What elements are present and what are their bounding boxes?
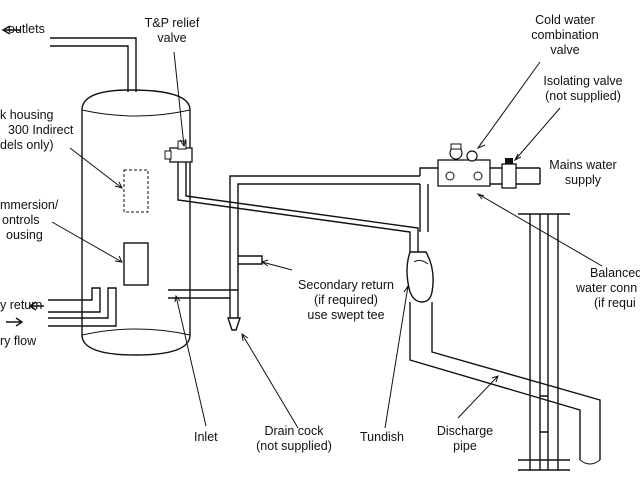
label-secondary-return-line2: (if required) bbox=[314, 293, 378, 307]
label-balanced-cold-line2: water conn bbox=[576, 281, 638, 295]
label-drain-cock: Drain cock (not supplied) bbox=[244, 424, 344, 454]
label-drain-cock-line1: Drain cock bbox=[264, 424, 324, 438]
cylinder-top-seam bbox=[81, 109, 191, 117]
label-hot-outlets: outlets bbox=[8, 22, 45, 36]
balanced-cold-pipe bbox=[419, 167, 440, 232]
label-isolating-valve-line2: (not supplied) bbox=[545, 89, 621, 103]
label-isolating-valve: Isolating valve (not supplied) bbox=[528, 74, 638, 104]
label-stat-housing-line3: dels only) bbox=[0, 138, 54, 152]
immersion-housing bbox=[123, 242, 149, 286]
label-immersion-housing-line3: ousing bbox=[6, 228, 43, 242]
label-primary-return: y return bbox=[0, 298, 43, 312]
primary-flow-pipe bbox=[48, 287, 117, 327]
label-cold-combination: Cold water combination valve bbox=[510, 13, 620, 58]
tp-relief-valve bbox=[169, 147, 193, 163]
label-secondary-return-line3: use swept tee bbox=[307, 308, 385, 322]
label-mains-water-line2: supply bbox=[564, 173, 602, 187]
label-balanced-cold: Balanced water conn (if requi bbox=[576, 266, 640, 311]
isolating-valve bbox=[501, 163, 517, 189]
secondary-return-tee bbox=[238, 255, 263, 265]
label-discharge-pipe-line2: pipe bbox=[453, 439, 477, 453]
label-balanced-cold-line1: Balanced bbox=[590, 266, 640, 280]
cold-feed-pipe bbox=[229, 175, 420, 300]
label-balanced-cold-line3: (if requi bbox=[594, 296, 636, 310]
label-immersion-housing-line2: ontrols bbox=[2, 213, 40, 227]
stat-housing bbox=[123, 169, 149, 213]
combination-valve bbox=[437, 159, 491, 187]
label-mains-water-line1: Mains water bbox=[549, 158, 617, 172]
label-secondary-return-line1: Secondary return bbox=[298, 278, 394, 292]
cylinder-bottom-seam bbox=[81, 328, 191, 336]
drain-cock bbox=[227, 300, 241, 331]
drain-gully bbox=[518, 213, 570, 471]
label-cold-combination-line3: valve bbox=[550, 43, 580, 57]
hot-outlet-arrow bbox=[1, 25, 20, 35]
label-discharge-pipe-line1: Discharge bbox=[436, 424, 494, 438]
label-mains-water: Mains water supply bbox=[538, 158, 628, 188]
label-primary-flow: ry flow bbox=[0, 334, 37, 348]
label-cold-combination-line1: Cold water bbox=[535, 13, 595, 27]
label-stat-housing-line1: k housing bbox=[0, 108, 54, 122]
label-immersion-housing: mmersion/ ontrols ousing bbox=[0, 198, 58, 243]
label-cold-combination-line2: combination bbox=[531, 28, 599, 42]
label-stat-housing: k housing 300 Indirect dels only) bbox=[0, 108, 73, 153]
discharge-pipe bbox=[409, 302, 601, 460]
label-immersion-housing-line1: mmersion/ bbox=[0, 198, 59, 212]
label-drain-cock-line2: (not supplied) bbox=[256, 439, 332, 453]
label-isolating-valve-line1: Isolating valve bbox=[543, 74, 623, 88]
primary-return-pipe bbox=[48, 287, 101, 313]
label-discharge-pipe: Discharge pipe bbox=[430, 424, 500, 454]
label-stat-housing-line2: 300 Indirect bbox=[8, 123, 74, 137]
label-tundish: Tundish bbox=[360, 430, 405, 444]
label-tp-relief: T&P relief valve bbox=[132, 16, 212, 46]
label-secondary-return: Secondary return (if required) use swept… bbox=[286, 278, 406, 323]
cylinder-body bbox=[81, 89, 191, 356]
primary-arrows bbox=[6, 301, 44, 327]
hot-outlet-pipe bbox=[50, 37, 137, 92]
label-inlet: Inlet bbox=[194, 430, 218, 444]
tundish bbox=[406, 251, 434, 303]
label-tp-relief-line2: valve bbox=[157, 31, 187, 45]
tp-discharge-pipe bbox=[177, 162, 419, 252]
inlet-pipe bbox=[168, 289, 238, 299]
label-tp-relief-line1: T&P relief bbox=[144, 16, 200, 30]
